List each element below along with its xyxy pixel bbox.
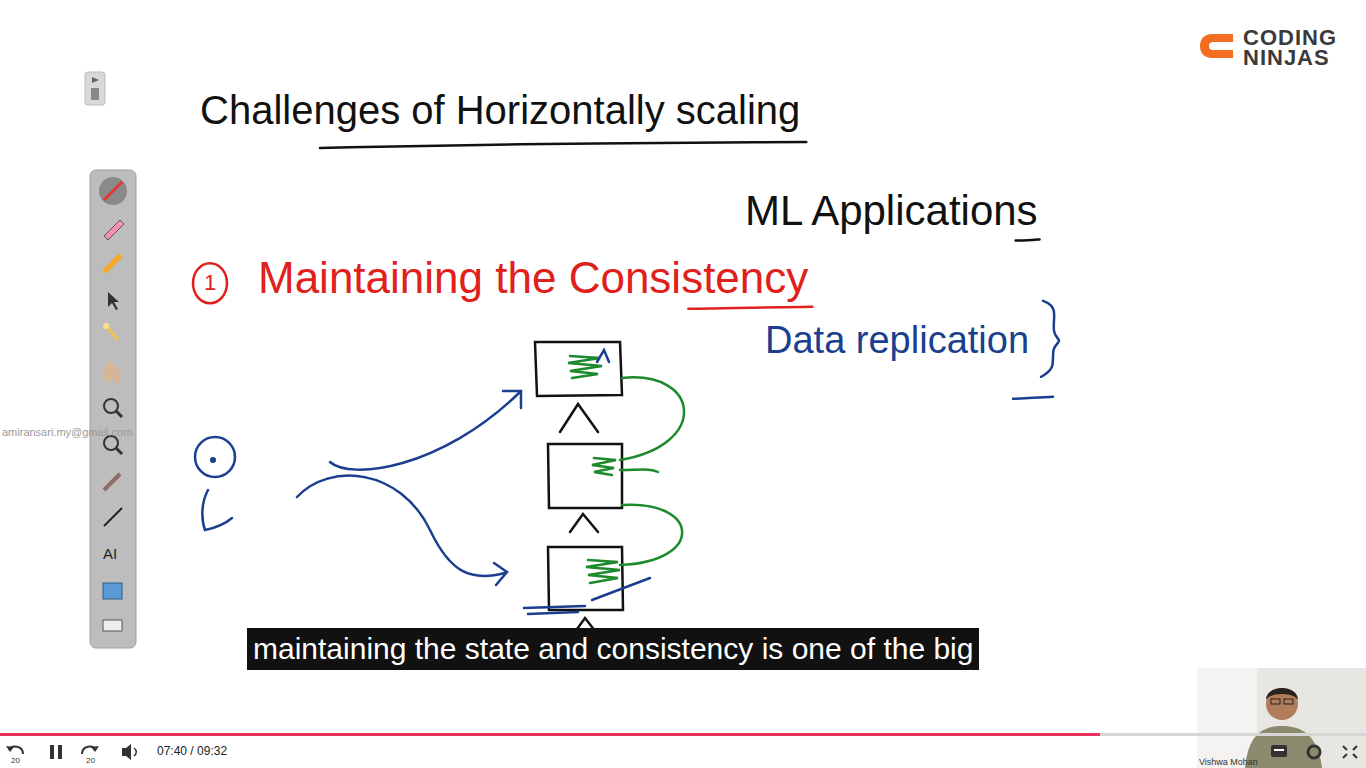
tool-icon-text: AI	[103, 545, 117, 563]
callout-number: 1	[199, 270, 221, 296]
callout-circle	[193, 263, 227, 303]
video-controls	[0, 733, 1366, 760]
widget-icon	[92, 77, 99, 83]
title-underline	[320, 142, 806, 148]
logo-mark	[1200, 34, 1233, 58]
side-note: Data replication	[765, 318, 1029, 364]
collapse-widget	[85, 72, 105, 105]
widget-icon	[91, 88, 99, 100]
time-display: 07:40 / 09:32	[157, 744, 227, 758]
write-marks	[524, 350, 650, 614]
video-subtitle: maintaining the state and consistency is…	[247, 628, 979, 670]
request-arrows	[297, 391, 521, 585]
toolbar	[90, 170, 136, 648]
logo-text: NINJAS	[1243, 45, 1330, 71]
bracket	[1041, 301, 1059, 377]
title: Challenges of Horizontally scaling	[200, 86, 800, 134]
presenter-name: Vishwa Mohan	[1199, 757, 1258, 768]
heading-underline	[1016, 239, 1040, 240]
board	[84, 68, 1284, 628]
data-replication-marks	[568, 356, 684, 583]
heading-underline	[688, 307, 812, 309]
user-figure	[195, 437, 235, 530]
webcam-panel	[1197, 668, 1366, 768]
bracket-underline	[1013, 397, 1053, 399]
server-boxes	[535, 342, 623, 636]
subtitle-heading: ML Applications	[745, 186, 1038, 236]
skip-seconds: 20	[11, 756, 20, 766]
point-heading: Maintaining the Consistency	[258, 252, 808, 305]
watermark: amiransari.my@gmail.com	[2, 426, 132, 439]
skip-seconds: 20	[86, 756, 95, 766]
